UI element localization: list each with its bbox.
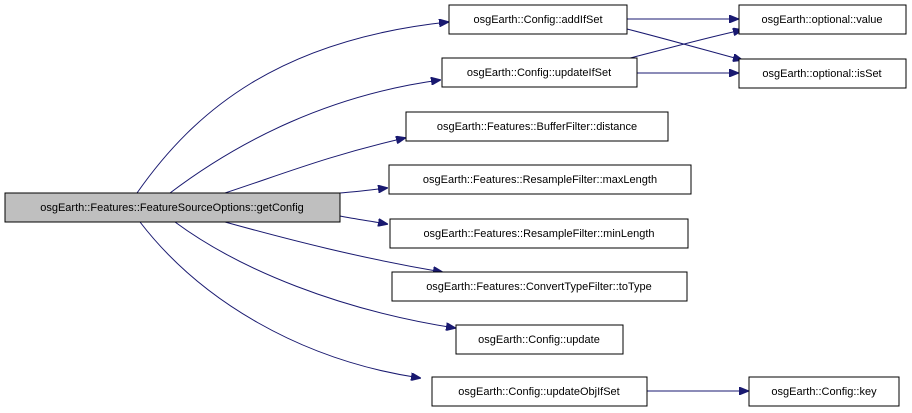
node-distance[interactable]: osgEarth::Features::BufferFilter::distan… <box>405 111 669 142</box>
edge-updateifset-optvalue <box>621 30 742 61</box>
node-optional-value[interactable]: osgEarth::optional::value <box>738 4 907 35</box>
node-key[interactable]: osgEarth::Config::key <box>748 376 900 407</box>
edge-addifset-optisset <box>626 28 742 60</box>
node-addifset-label: osgEarth::Config::addIfSet <box>473 14 602 26</box>
edge-root-update <box>174 221 455 328</box>
edges <box>136 19 748 391</box>
node-updateobjifset-label: osgEarth::Config::updateObjIfSet <box>458 386 619 398</box>
node-maxlength[interactable]: osgEarth::Features::ResampleFilter::maxL… <box>388 164 692 195</box>
node-optional-value-label: osgEarth::optional::value <box>761 14 882 26</box>
edge-root-updateobjifset <box>139 221 420 378</box>
node-update[interactable]: osgEarth::Config::update <box>455 324 624 355</box>
edge-root-updateifset <box>169 80 440 194</box>
node-totype-label: osgEarth::Features::ConvertTypeFilter::t… <box>426 281 652 293</box>
node-minlength-label: osgEarth::Features::ResampleFilter::minL… <box>423 228 654 240</box>
node-update-label: osgEarth::Config::update <box>478 334 600 346</box>
edge-root-totype <box>224 221 442 272</box>
nodes: osgEarth::Features::FeatureSourceOptions… <box>4 4 907 407</box>
node-optional-isset[interactable]: osgEarth::optional::isSet <box>738 58 907 89</box>
node-updateifset-label: osgEarth::Config::updateIfSet <box>467 67 611 79</box>
node-distance-label: osgEarth::Features::BufferFilter::distan… <box>437 121 637 133</box>
node-optional-isset-label: osgEarth::optional::isSet <box>762 68 881 80</box>
node-minlength[interactable]: osgEarth::Features::ResampleFilter::minL… <box>389 218 689 249</box>
edge-root-minlength <box>339 215 387 224</box>
edge-root-addifset <box>136 22 448 194</box>
edge-root-maxlength <box>339 188 387 194</box>
edge-root-distance <box>224 138 405 194</box>
node-updateifset[interactable]: osgEarth::Config::updateIfSet <box>441 57 638 88</box>
node-root[interactable]: osgEarth::Features::FeatureSourceOptions… <box>4 192 341 223</box>
node-root-label: osgEarth::Features::FeatureSourceOptions… <box>40 202 304 214</box>
node-maxlength-label: osgEarth::Features::ResampleFilter::maxL… <box>423 174 657 186</box>
node-totype[interactable]: osgEarth::Features::ConvertTypeFilter::t… <box>391 271 688 302</box>
node-updateobjifset[interactable]: osgEarth::Config::updateObjIfSet <box>431 376 648 407</box>
node-addifset[interactable]: osgEarth::Config::addIfSet <box>448 4 628 35</box>
node-key-label: osgEarth::Config::key <box>771 386 877 398</box>
